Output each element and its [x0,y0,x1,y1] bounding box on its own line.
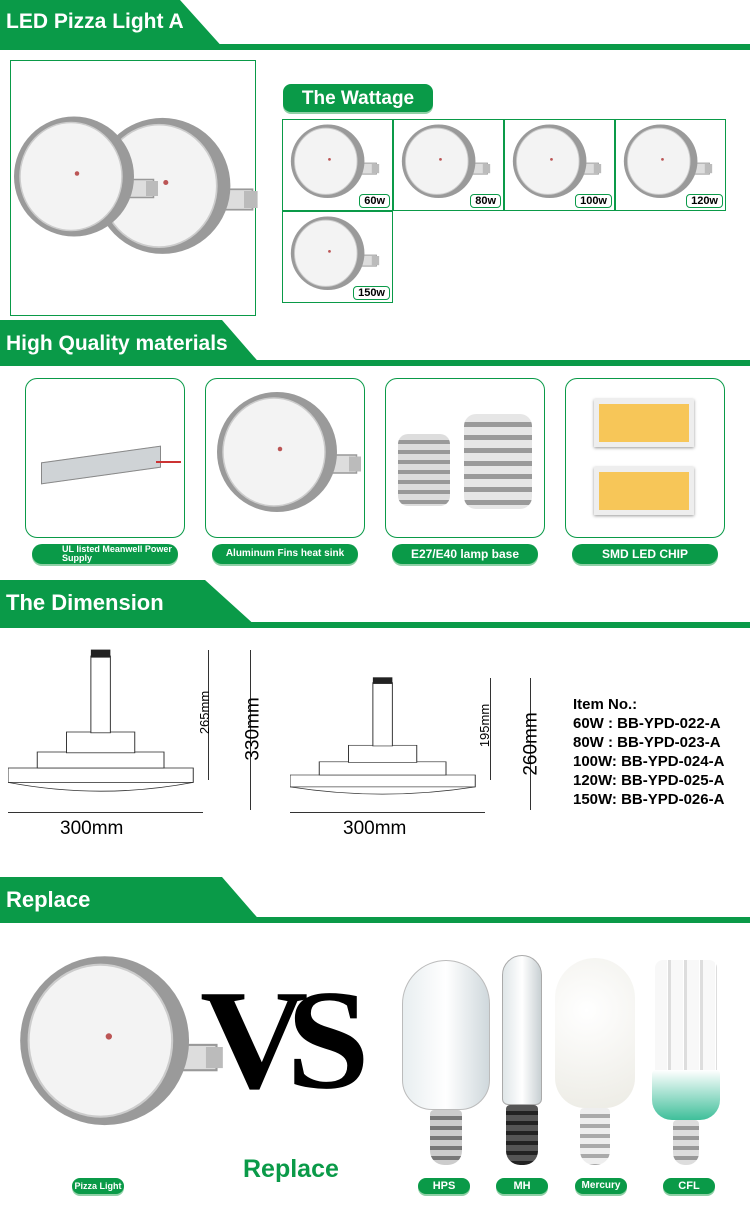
section-title: The Dimension [0,580,258,628]
mh-bulb-image [502,955,542,1105]
item-number: 150W: BB-YPD-026-A [573,791,725,808]
pizza-light-image [14,952,229,1142]
wattage-label: 150w [353,286,390,300]
bulb-label-mh: MH [496,1178,548,1194]
page-title: LED Pizza Light A [0,0,225,50]
item-number-list: Item No.: 60W : BB-YPD-022-A 80W : BB-YP… [573,695,724,809]
width-label: 300mm [60,818,124,839]
material-label: SMD LED CHIP [572,544,718,564]
width-line [290,812,485,813]
wattage-option-100w[interactable]: 100w [504,119,615,211]
bulb-base [580,1108,610,1165]
replace-label: Replace [243,1155,339,1183]
lamp-image-front [11,101,161,261]
cfl-bulb-image [655,960,717,1070]
item-number: 100W: BB-YPD-024-A [573,753,725,770]
section-banner-title: LED Pizza Light A [0,0,750,50]
wire [156,461,181,463]
item-number: 60W : BB-YPD-022-A [573,715,721,732]
material-card-led-chip [565,378,725,538]
vs-text: VS [200,961,370,1119]
power-supply-image [41,445,161,485]
inner-height-label: 195mm [477,703,493,748]
hps-bulb-image [402,960,490,1110]
material-card-heat-sink [205,378,365,538]
wattage-option-150w[interactable]: 150w [282,211,393,303]
wattage-title: The Wattage [283,84,433,112]
item-number: 80W : BB-YPD-023-A [573,734,721,751]
height-label: 260mm [520,712,542,776]
cfl-neck [652,1070,720,1120]
e27-base-image [398,434,450,506]
section-banner-dimension: The Dimension [0,580,750,628]
material-label: UL listed Meanwell Power Supply [32,544,178,564]
section-banner-materials: High Quality materials [0,320,750,366]
wattage-option-120w[interactable]: 120w [615,119,726,211]
section-title: Replace [0,877,262,923]
pizza-light-label: Pizza Light [72,1178,124,1194]
wattage-label: 120w [686,194,723,208]
width-line [8,812,203,813]
material-label: E27/E40 lamp base [392,544,538,564]
height-line [490,678,491,780]
mercury-bulb-image [555,958,635,1108]
material-label: Aluminum Fins heat sink [212,544,358,564]
material-card-power-supply [25,378,185,538]
inner-height-label: 265mm [197,690,213,735]
wattage-label: 100w [575,194,612,208]
bulb-label-mercury: Mercury [575,1178,627,1194]
material-card-lamp-base [385,378,545,538]
height-label: 330mm [242,697,264,761]
bulb-base [506,1105,538,1165]
wattage-label: 80w [470,194,501,208]
bulb-label-cfl: CFL [663,1178,715,1194]
wattage-option-60w[interactable]: 60w [282,119,393,211]
dimension-drawing-260 [290,676,485,808]
lamp-image [214,389,364,524]
height-line [208,650,209,780]
led-chip-image [594,399,694,447]
dimension-drawing-330 [8,648,203,808]
wattage-label: 60w [359,194,390,208]
section-banner-replace: Replace [0,877,750,923]
section-title: High Quality materials [0,320,262,366]
item-number: 120W: BB-YPD-025-A [573,772,725,789]
item-list-title: Item No.: [573,696,638,713]
width-label: 300mm [343,818,407,839]
led-chip-image [594,467,694,515]
wattage-option-80w[interactable]: 80w [393,119,504,211]
bulb-base [430,1110,462,1165]
height-line [250,650,251,810]
bulb-label-hps: HPS [418,1178,470,1194]
height-line [530,678,531,810]
e40-base-image [464,414,532,509]
bulb-base [673,1120,699,1165]
product-image [10,60,256,316]
